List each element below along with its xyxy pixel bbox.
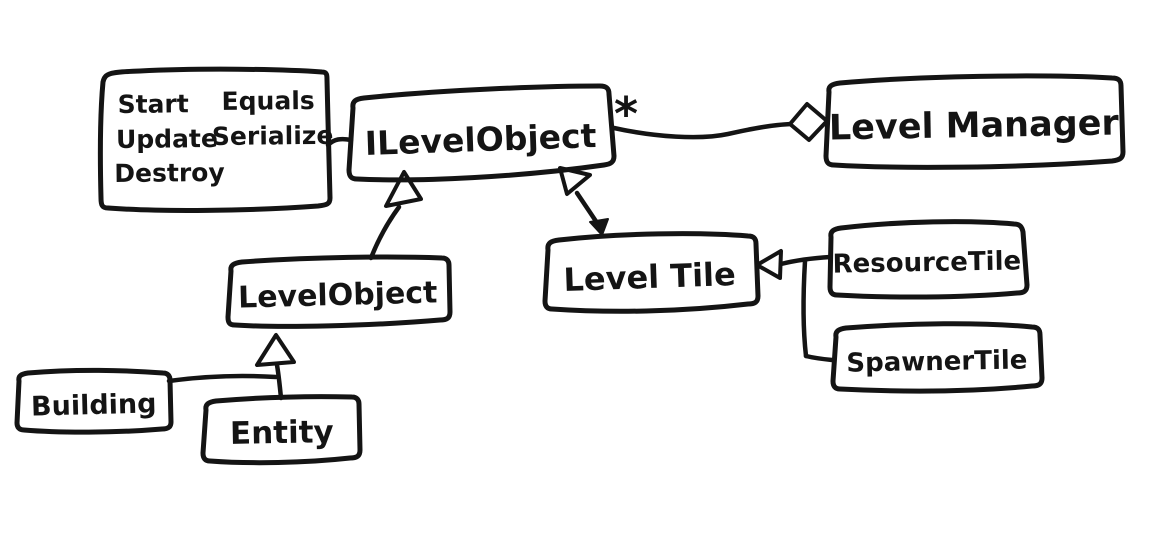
- resourcetile-label: ResourceTile: [832, 246, 1021, 279]
- branch-line-spawnertile: [803, 353, 835, 363]
- resourcetile-box: [827, 219, 1030, 300]
- levelmanager-label: Level Manager: [829, 103, 1120, 148]
- arrowhead-icon: [589, 218, 609, 236]
- levelobject-box: [225, 254, 453, 329]
- inheritance-triangle-icon: [755, 249, 783, 280]
- node-ilevelobject: ILevelObject: [346, 83, 617, 183]
- interface-methods-box: [97, 66, 333, 213]
- node-interface-methods-note: Start Equals Update Serialize Destroy: [97, 66, 334, 213]
- branch-line-vertical: [274, 362, 284, 401]
- edge-inheritance-building-entity-levelobject: [166, 333, 296, 401]
- node-levelobject: LevelObject: [225, 254, 453, 329]
- node-building: Building: [14, 367, 174, 435]
- inheritance-line: [368, 204, 402, 261]
- entity-box: [200, 394, 363, 466]
- aggregation-diamond-icon: [788, 102, 829, 142]
- building-label: Building: [31, 388, 157, 422]
- node-leveltile: Level Tile: [542, 231, 761, 314]
- node-entity: Entity: [200, 394, 363, 466]
- multiplicity-star: *: [614, 87, 638, 141]
- aggregation-line: [611, 121, 794, 140]
- spawnertile-label: SpawnerTile: [846, 345, 1028, 378]
- method-label-update: Update: [116, 124, 218, 154]
- entity-label: Entity: [230, 414, 334, 452]
- branch-line-vertical: [801, 258, 809, 359]
- method-label-destroy: Destroy: [114, 158, 225, 188]
- node-spawnertile: SpawnerTile: [830, 321, 1045, 394]
- edge-inheritance-tiles-leveltile: [755, 249, 835, 363]
- leveltile-label: Level Tile: [563, 255, 736, 299]
- spawnertile-box: [830, 321, 1045, 394]
- ilevelobject-label: ILevelObject: [364, 116, 597, 163]
- edge-aggregation-ilevelobject-levelmanager: *: [611, 87, 829, 142]
- edge-inheritance-levelobject-ilevelobject: [368, 170, 423, 261]
- inheritance-triangle-icon: [255, 333, 296, 367]
- branch-line-building: [166, 373, 279, 384]
- inheritance-triangle-icon: [384, 170, 423, 208]
- node-levelmanager: Level Manager: [823, 73, 1126, 170]
- ilevelobject-box: [346, 83, 617, 183]
- levelmanager-box: [823, 73, 1126, 170]
- method-label-start: Start: [117, 89, 188, 119]
- levelobject-label: LevelObject: [238, 275, 438, 315]
- building-box: [14, 367, 174, 435]
- method-label-serialize: Serialize: [212, 121, 334, 151]
- edge-inheritance-leveltile-ilevelobject: [558, 166, 609, 236]
- inheritance-triangle-icon: [558, 166, 592, 196]
- method-label-equals: Equals: [221, 86, 314, 116]
- node-resourcetile: ResourceTile: [827, 219, 1030, 300]
- leveltile-box: [542, 231, 761, 314]
